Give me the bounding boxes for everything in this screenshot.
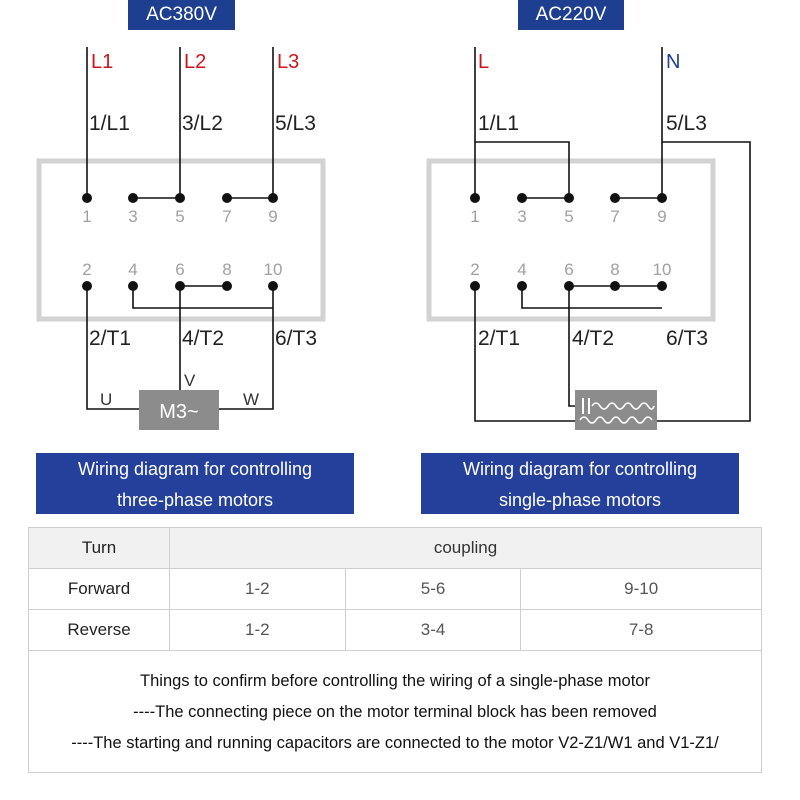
terminal-number: 4 xyxy=(128,260,137,279)
wire-label-6-t3: 6/T3 xyxy=(666,327,708,350)
terminal-dot xyxy=(175,193,185,203)
caption-three-phase: Wiring diagram for controlling three-pha… xyxy=(36,453,354,514)
coupling-cell: 1-2 xyxy=(169,609,346,651)
wire-n xyxy=(657,47,751,422)
coupling-cell: 1-2 xyxy=(169,568,346,610)
terminal-dot xyxy=(610,281,620,291)
phase-label-v: V xyxy=(184,371,196,390)
coupling-cell: 9-10 xyxy=(520,568,762,610)
line-label-l: L xyxy=(478,51,489,73)
caption-line: Wiring diagram for controlling xyxy=(462,459,698,479)
coupling-table: Turn coupling Forward 1-2 5-6 9-10 Rever… xyxy=(28,527,762,651)
jumper-4-10 xyxy=(521,286,662,309)
terminal-dot xyxy=(222,193,232,203)
line-label-n: N xyxy=(666,51,680,73)
terminal-dot xyxy=(128,281,138,291)
single-phase-diagram: L N 1/L1 5/L3 1 3 5 7 9 2 4 6 8 10 xyxy=(426,47,751,430)
terminal-number: 9 xyxy=(657,207,666,226)
terminal-dot xyxy=(517,281,527,291)
terminal-dot xyxy=(128,193,138,203)
terminal-dot xyxy=(470,193,480,203)
terminal-dot xyxy=(610,193,620,203)
wire-label-2-t1: 2/T1 xyxy=(89,327,131,350)
line-label-l2: L2 xyxy=(184,51,206,73)
terminal-number: 8 xyxy=(610,260,619,279)
terminal-number: 7 xyxy=(610,207,619,226)
line-label-l3: L3 xyxy=(277,51,299,73)
header-turn: Turn xyxy=(28,527,170,569)
terminal-number: 1 xyxy=(470,207,479,226)
terminal-dot xyxy=(222,281,232,291)
caption-line: single-phase motors xyxy=(498,490,662,510)
phase-label-w: W xyxy=(243,390,259,409)
terminal-number: 3 xyxy=(517,207,526,226)
wire-label-5-l3: 5/L3 xyxy=(666,112,707,135)
terminal-dot xyxy=(268,193,278,203)
terminal-number: 2 xyxy=(470,260,479,279)
terminal-number: 3 xyxy=(128,207,137,226)
turn-cell: Forward xyxy=(28,568,170,610)
wire-label-4-t2: 4/T2 xyxy=(182,327,224,350)
motor-label: M3~ xyxy=(159,401,198,423)
wire-l xyxy=(474,47,570,198)
caption-line: three-phase motors xyxy=(116,490,274,510)
terminal-number: 7 xyxy=(222,207,231,226)
terminal-number: 6 xyxy=(175,260,184,279)
terminal-number: 10 xyxy=(264,260,283,279)
terminal-dot xyxy=(517,193,527,203)
terminal-number: 5 xyxy=(175,207,184,226)
caption-line: Wiring diagram for controlling xyxy=(77,459,313,479)
wire-label-4-t2: 4/T2 xyxy=(572,327,614,350)
table-row: Forward 1-2 5-6 9-10 xyxy=(28,568,762,610)
three-phase-diagram: L1 L2 L3 1/L1 3/L2 5/L3 1 3 5 7 9 2 4 6 … xyxy=(36,47,326,430)
caption-single-phase: Wiring diagram for controlling single-ph… xyxy=(421,453,739,514)
jumper-4-10 xyxy=(132,286,273,309)
voltage-badge-ac220v: AC220V xyxy=(518,0,624,30)
terminal-dot xyxy=(657,281,667,291)
contactor-box xyxy=(36,158,326,322)
contactor-box xyxy=(426,158,716,322)
line-label-l1: L1 xyxy=(91,51,113,73)
wire-2-t1 xyxy=(474,286,575,422)
motor-box xyxy=(139,390,219,430)
terminal-dot xyxy=(564,193,574,203)
terminal-number: 4 xyxy=(517,260,526,279)
single-phase-motor-icon xyxy=(575,390,657,430)
terminal-number: 10 xyxy=(653,260,672,279)
header-coupling: coupling xyxy=(169,527,762,569)
voltage-badge-ac380v: AC380V xyxy=(128,0,235,30)
wiring-diagrams: L1 L2 L3 1/L1 3/L2 5/L3 1 3 5 7 9 2 4 6 … xyxy=(36,47,751,430)
terminal-number: 9 xyxy=(268,207,277,226)
wire-label-3-l2: 3/L2 xyxy=(182,112,223,135)
note-item: ----The starting and running capacitors … xyxy=(71,734,719,752)
terminal-number: 6 xyxy=(564,260,573,279)
terminal-number: 2 xyxy=(82,260,91,279)
wire-u xyxy=(86,286,139,410)
notes-box: Things to confirm before controlling the… xyxy=(28,650,762,773)
wire-w xyxy=(219,286,274,410)
wire-label-1-l1: 1/L1 xyxy=(478,112,519,135)
turn-cell: Reverse xyxy=(28,609,170,651)
wire-4-t2 xyxy=(568,286,575,407)
terminal-dot xyxy=(82,193,92,203)
terminal-dot xyxy=(657,193,667,203)
coupling-cell: 7-8 xyxy=(520,609,762,651)
coupling-cell: 5-6 xyxy=(344,568,522,610)
terminal-number: 8 xyxy=(222,260,231,279)
table-row: Reverse 1-2 3-4 7-8 xyxy=(28,609,762,651)
coupling-cell: 3-4 xyxy=(344,609,522,651)
wire-label-5-l3: 5/L3 xyxy=(275,112,316,135)
phase-label-u: U xyxy=(100,390,112,409)
table-header-row: Turn coupling xyxy=(28,527,762,569)
wire-label-2-t1: 2/T1 xyxy=(478,327,520,350)
wire-label-6-t3: 6/T3 xyxy=(275,327,317,350)
note-heading: Things to confirm before controlling the… xyxy=(140,672,650,690)
wire-label-1-l1: 1/L1 xyxy=(89,112,130,135)
terminal-number: 5 xyxy=(564,207,573,226)
note-item: ----The connecting piece on the motor te… xyxy=(133,703,657,721)
terminal-number: 1 xyxy=(82,207,91,226)
